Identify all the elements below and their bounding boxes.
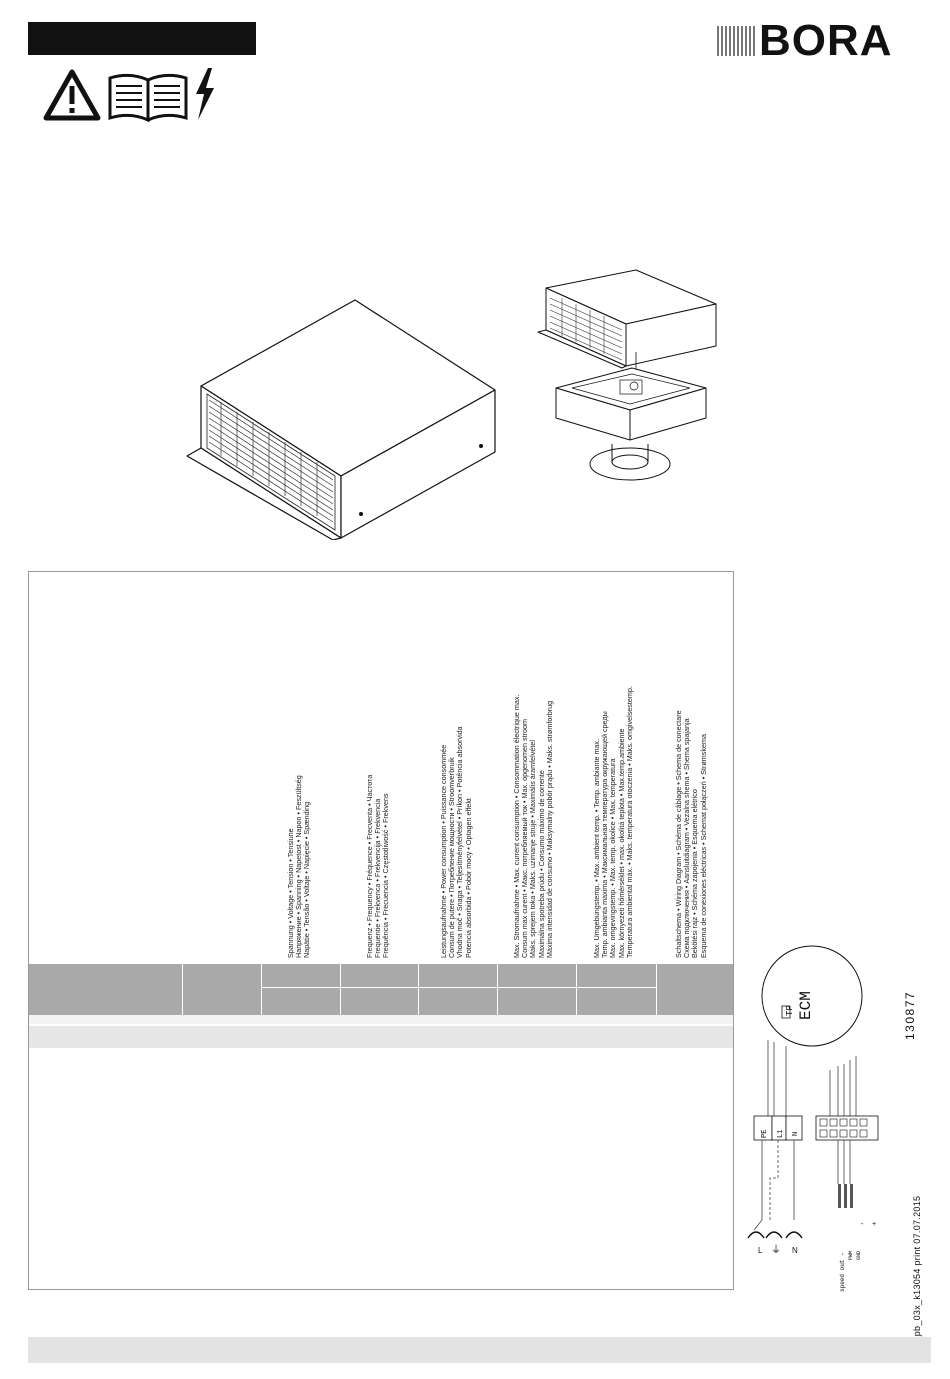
warning-icons <box>43 68 214 123</box>
signal-plus: + <box>872 1221 876 1229</box>
signal-speed-out: speed out - <box>839 1252 846 1292</box>
mains-n: N <box>792 1246 798 1255</box>
table-row <box>29 1015 733 1024</box>
column-label-wiring: Schaltschema • Wiring Diagram • Schéma d… <box>674 710 708 958</box>
signal-minus: - <box>860 1221 864 1229</box>
column-label-power: Leistungsaufnahme • Power consumption • … <box>439 726 473 958</box>
column-label-voltage: Spannung • Voltage • Tension • Tensiune … <box>286 775 312 958</box>
ecm-label: ECM <box>797 991 815 1020</box>
spec-table: Spannung • Voltage • Tension • Tensiune … <box>28 571 734 1290</box>
table-row <box>29 1026 733 1048</box>
mains-l: L <box>758 1246 763 1255</box>
column-label-frequency: Frequenz • Frequency • Fréquence • Frecv… <box>365 774 391 958</box>
ecm-motor-circle <box>761 945 863 1047</box>
footer-bar <box>28 1337 931 1363</box>
terminal-pe: PE <box>761 1130 769 1138</box>
logo-wordmark: BORA <box>759 16 893 65</box>
signal-pwm: PWM <box>848 1251 854 1260</box>
bora-logo: BORA <box>715 16 905 65</box>
mains-earth: ⏚ <box>771 1244 781 1256</box>
terminal-n: N <box>792 1132 800 1136</box>
header-black-bar <box>28 22 256 55</box>
wiring-diagram: ECM TP PE L1 N L <box>747 945 879 1292</box>
print-identifier: mpa_pb_03x_k13054 print 07.07.2015 <box>912 1195 922 1360</box>
column-label-current: Max. Stromaufnahme • Max. current consum… <box>512 694 554 959</box>
signal-gnd: GND <box>856 1251 862 1260</box>
document-number: 130877 <box>903 990 917 1040</box>
column-label-ambient-temp: Max. Umgebungstemp. • Max. ambient temp.… <box>592 686 634 958</box>
product-illustration-exploded <box>537 269 717 481</box>
electric-bolt-icon <box>196 68 214 120</box>
table-header <box>29 964 733 1015</box>
product-illustration-front <box>186 299 496 540</box>
manual-book-icon <box>108 73 188 123</box>
logo-grid-mark <box>717 26 755 56</box>
warning-triangle-icon <box>43 69 101 121</box>
terminal-l1: L1 <box>777 1130 785 1138</box>
